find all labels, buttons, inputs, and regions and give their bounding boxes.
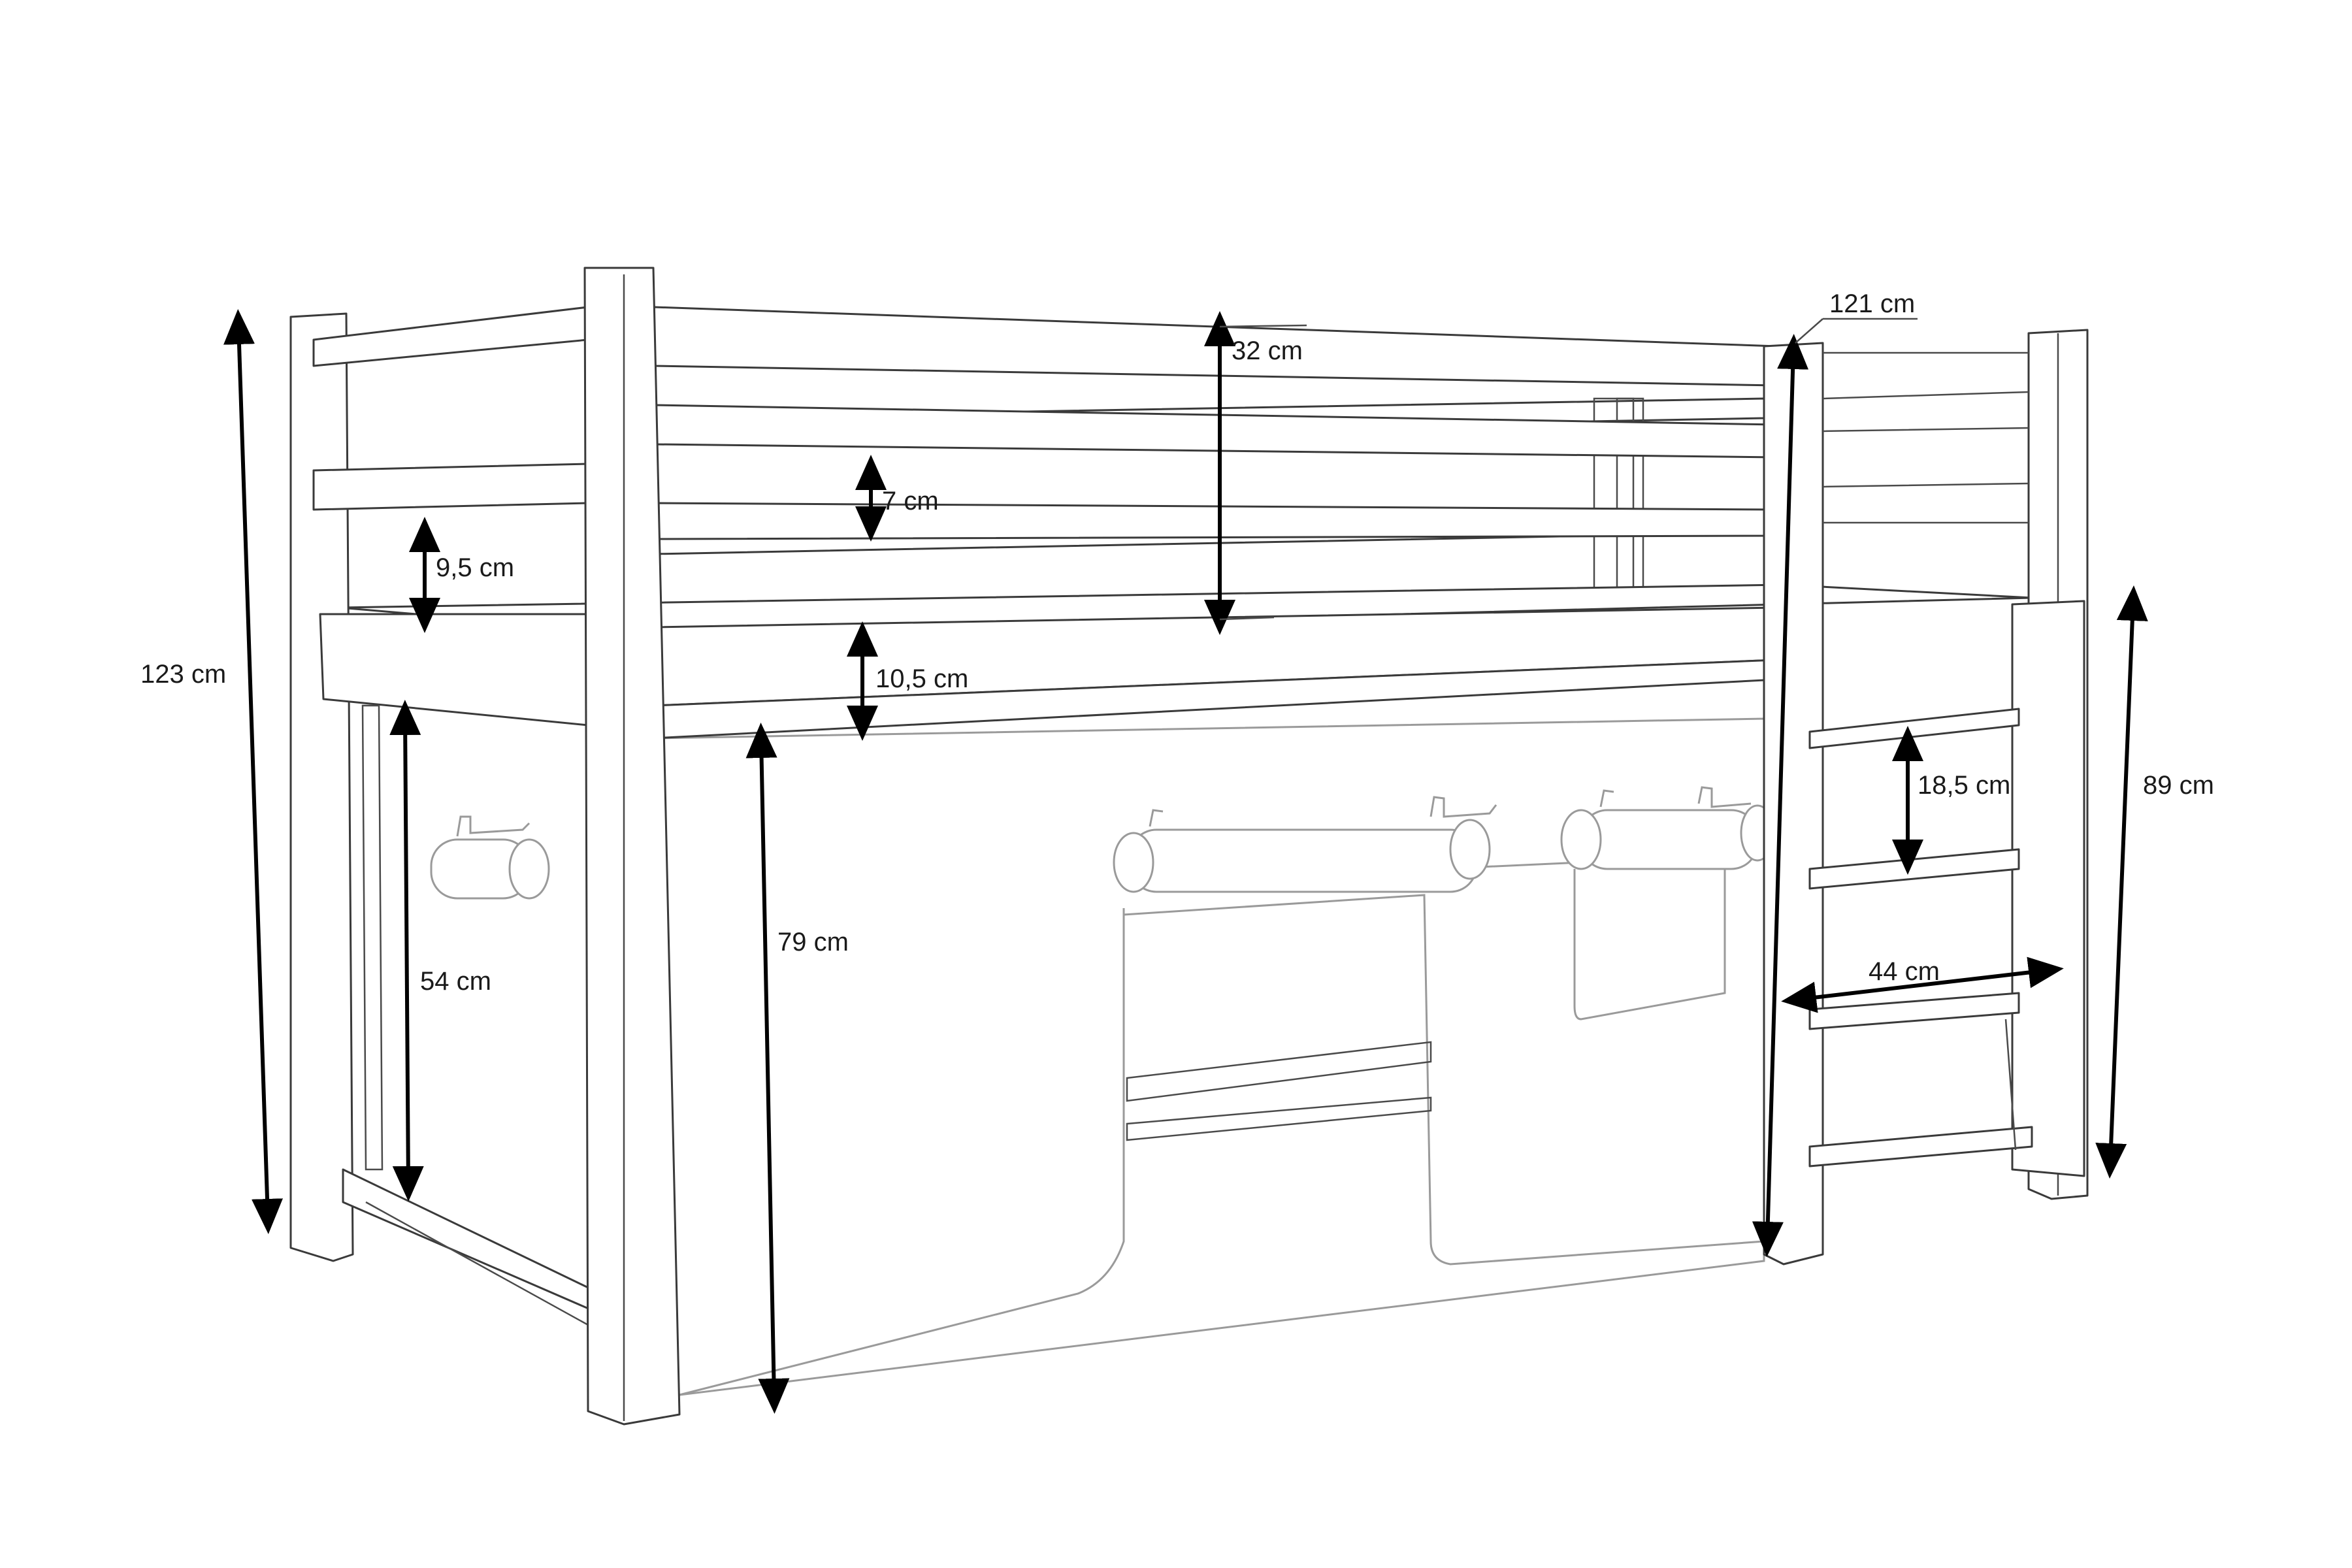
label-top-rail-height: 32 cm bbox=[1232, 336, 1303, 365]
label-headboard-clearance: 54 cm bbox=[420, 967, 491, 996]
dimension-lines bbox=[223, 309, 2148, 1414]
label-ladder-height: 89 cm bbox=[2143, 771, 2214, 800]
label-rung-length: 44 cm bbox=[1869, 957, 1940, 986]
curtain-roll-middle bbox=[1113, 796, 1497, 893]
dim-rung-length bbox=[1781, 956, 2064, 1013]
dimension-labels: 123 cm 32 cm 7 cm 9,5 cm 10,5 cm 79 cm 5… bbox=[140, 289, 2214, 996]
label-rail-width: 7 cm bbox=[882, 487, 939, 515]
label-side-board: 10,5 cm bbox=[875, 664, 968, 693]
label-underside-height: 79 cm bbox=[777, 928, 849, 956]
dim-total-height bbox=[223, 309, 284, 1234]
dim-headboard-clearance bbox=[389, 700, 424, 1201]
label-total-height: 123 cm bbox=[140, 660, 226, 689]
dim-ladder-height bbox=[2095, 585, 2148, 1179]
dim-underside-height bbox=[745, 723, 790, 1414]
dim-ladder-width bbox=[1752, 334, 1809, 1257]
label-ladder-width: 121 cm bbox=[1829, 289, 1915, 318]
label-rung-spacing: 18,5 cm bbox=[1918, 771, 2010, 800]
bed-frame bbox=[289, 267, 2089, 1426]
curtain-roll-left bbox=[430, 815, 550, 900]
label-rail-gap: 9,5 cm bbox=[436, 553, 514, 582]
